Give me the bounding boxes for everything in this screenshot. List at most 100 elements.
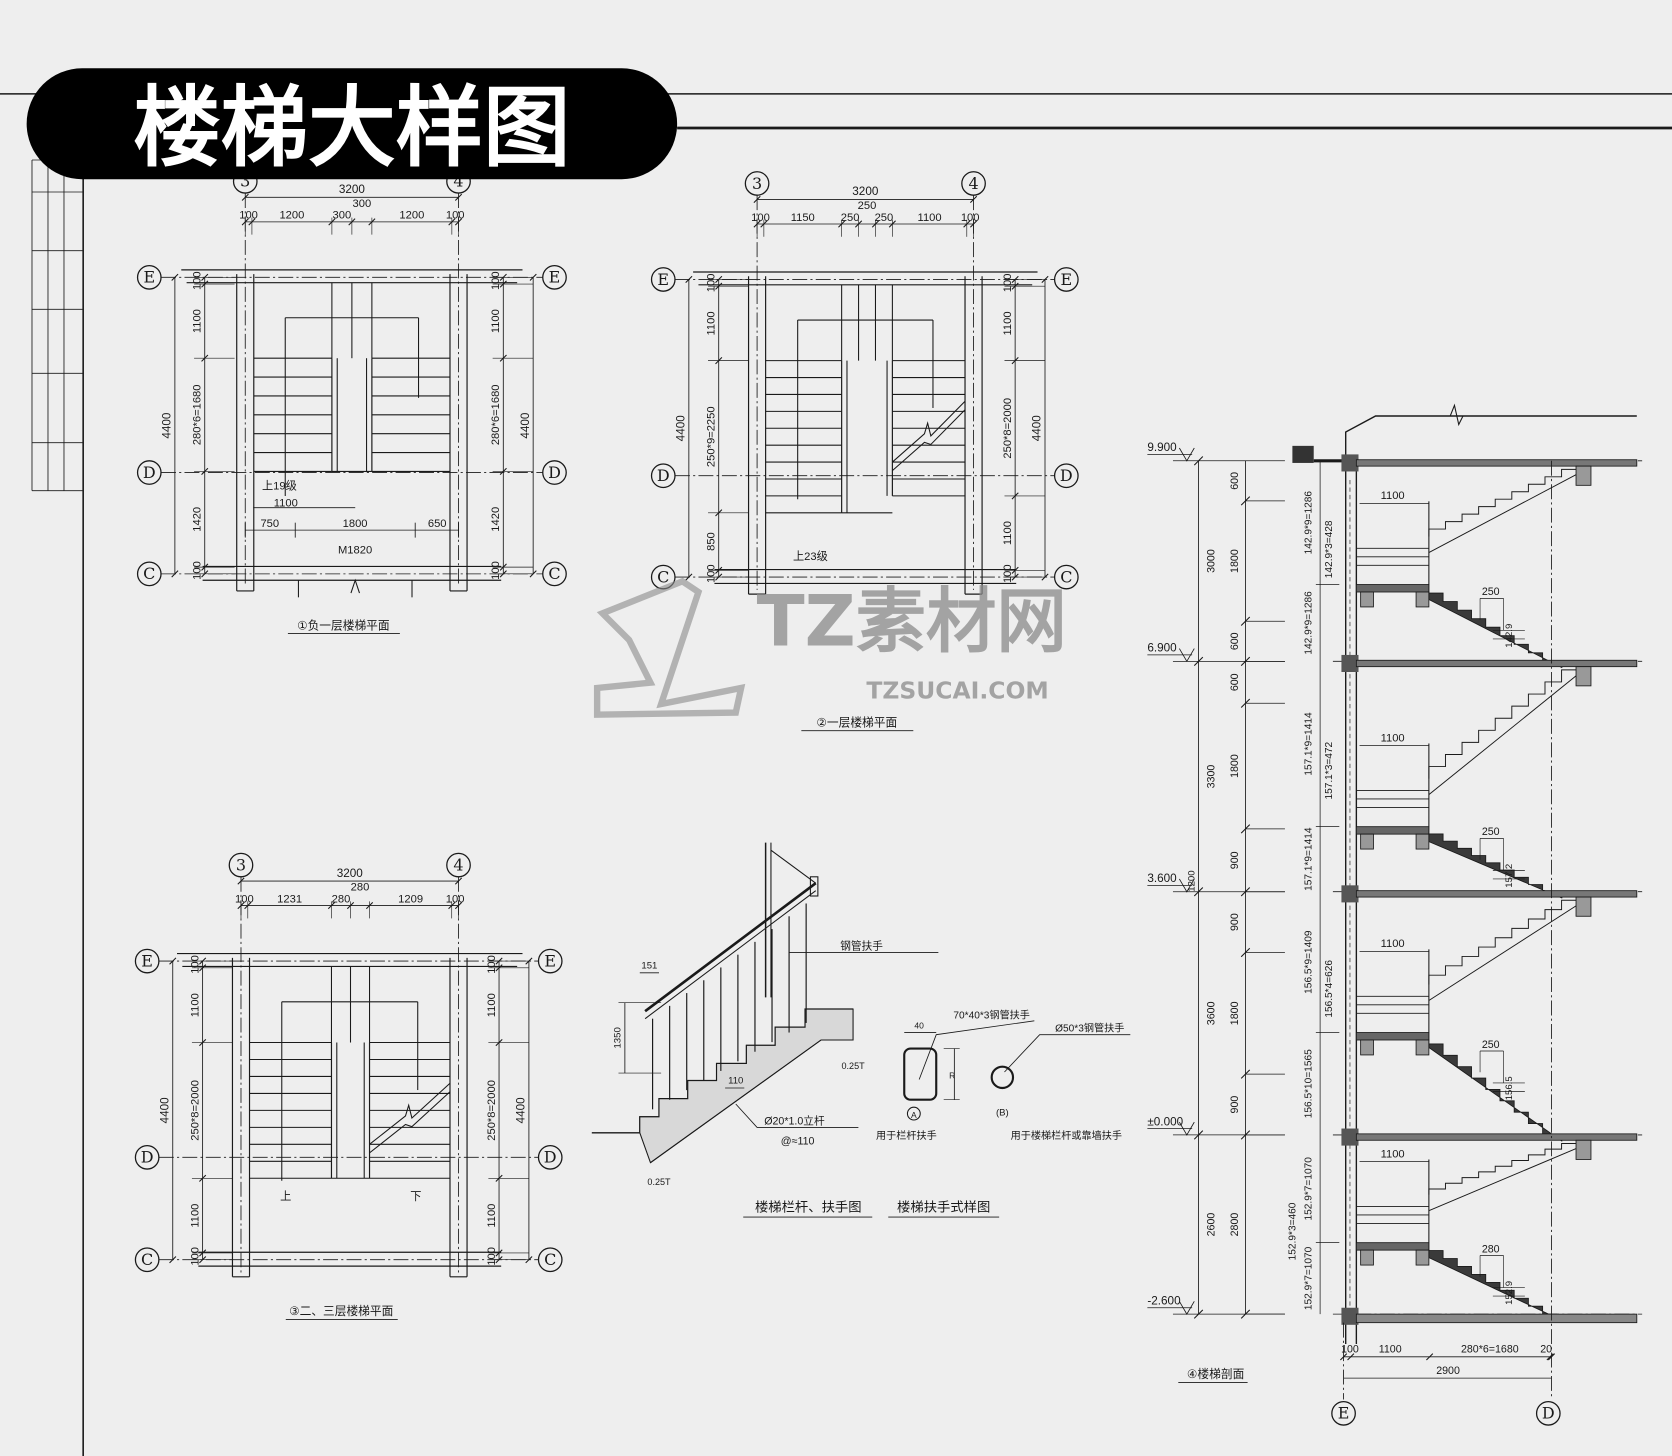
level-marker: -2.600 (1147, 1295, 1181, 1308)
dim-segment: 100 (235, 893, 254, 905)
stair-flight-seen (1428, 1142, 1579, 1195)
dim-vertical: 280*6=1680 (191, 384, 203, 445)
dim-overall-depth: 4400 (1031, 415, 1044, 442)
break-mark (1449, 403, 1464, 427)
post-spacing: @≈110 (781, 1136, 815, 1148)
dim-flight: 152.9*7=1070 (1304, 1157, 1315, 1221)
dim-edge: 0.25T (647, 1177, 671, 1187)
dim-rail-offset: 151 (641, 961, 657, 972)
handrail-a-note: 用于栏杆扶手 (876, 1129, 937, 1142)
railing-detail-title: 楼梯栏杆、扶手图 (755, 1200, 862, 1215)
handrail-a-width: 40 (914, 1020, 924, 1030)
door-dim: 1800 (343, 518, 368, 530)
beam (1575, 1139, 1592, 1160)
handrail-b-note: 用于楼梯栏杆或靠墙扶手 (1011, 1129, 1122, 1142)
dim-vertical: 1100 (1002, 311, 1014, 335)
dim-vertical: 280*6=1680 (490, 384, 502, 445)
dim-tick (169, 957, 177, 965)
dim-landing-flight: 142.9*3=428 (1324, 520, 1335, 578)
dim-overall-depth: 4400 (161, 412, 174, 439)
door-dim: 750 (260, 518, 279, 530)
handrail-b-label: (B) (996, 1108, 1009, 1119)
dim-overall-width: 3200 (852, 185, 879, 198)
handrail-b-section (990, 1065, 1015, 1090)
handrail-a-marker (906, 1106, 921, 1121)
level-marker: 9.900 (1147, 441, 1177, 454)
dim-overall-depth: 4400 (519, 412, 532, 439)
dim-extra: 1200 (1186, 870, 1197, 891)
handrail-line (1428, 673, 1579, 796)
dim-tick (1546, 1353, 1554, 1361)
grid-bubble-row: E (141, 951, 153, 970)
plan-title: ②一层楼梯平面 (816, 715, 897, 729)
dim-tick (241, 193, 249, 201)
dim-flight: 142.9*9=1286 (1304, 491, 1315, 555)
ground-slab (1355, 1313, 1638, 1324)
dim-tick (1193, 887, 1204, 897)
dim-sub-height: 1800 (1229, 549, 1241, 573)
dim-vertical: 1100 (191, 309, 203, 333)
watermark-url: TZSUCAI.COM (866, 677, 1048, 705)
dim-tick (529, 570, 537, 578)
grid-bubble-left: 3 (240, 172, 250, 191)
dim-segment: 100 (751, 212, 770, 224)
dim-tick (753, 195, 761, 204)
break-line (369, 1091, 451, 1154)
beam (1575, 465, 1592, 486)
tread-dim: 250 (1482, 1039, 1500, 1051)
dim-storey-height: 3300 (1206, 765, 1218, 789)
dim-vertical: 100 (191, 561, 203, 580)
handrail-line (1428, 473, 1579, 553)
grid-bubble-row: D (141, 1148, 154, 1167)
roof-line (1345, 415, 1637, 440)
dim-tick (237, 877, 245, 885)
level-marker: 6.900 (1147, 642, 1177, 655)
dim-vertical: 100 (705, 274, 717, 293)
up-label: 上 (280, 1190, 291, 1203)
dim-tick (1426, 1353, 1434, 1361)
watermark-brand: TZ素材网 (757, 580, 1067, 662)
plan-title: ③二、三层楼梯平面 (289, 1304, 394, 1318)
dim-flight: 156.5*9=1409 (1304, 930, 1315, 994)
dim-tick (685, 573, 693, 581)
dim-tick (1193, 656, 1204, 666)
dim-bottom: 100 (1341, 1344, 1359, 1356)
landing-beam (1360, 833, 1374, 850)
dim-segment: 1100 (918, 212, 942, 224)
level-marker: ±0.000 (1147, 1115, 1183, 1128)
landing-beam (1415, 1249, 1430, 1266)
stair-flight-seen (1428, 468, 1579, 537)
grid-bubble-row: D (1060, 466, 1073, 485)
dim-vertical: 250*9=2250 (705, 406, 717, 467)
landing-width: 1100 (1381, 1148, 1405, 1160)
dim-vertical: 1420 (490, 507, 502, 532)
dim-flight-extra: 152.9*3=460 (1288, 1202, 1299, 1260)
dim-vertical: 100 (1002, 564, 1014, 583)
drawing-frame (0, 93, 1672, 1456)
dim-tick (1041, 275, 1049, 284)
dim-vertical: 100 (705, 564, 717, 583)
wall-beam (1341, 454, 1359, 472)
dim-storey-height: 3000 (1206, 549, 1218, 573)
dim-flight: 157.1*9=1414 (1304, 827, 1315, 891)
handrail-a-section (903, 1047, 938, 1101)
dim-tick (685, 275, 693, 284)
dim-tick (171, 570, 179, 578)
dim-tick (1547, 1353, 1556, 1361)
riser-dim: 142.9 (1504, 624, 1515, 648)
dim-sub-height: 600 (1229, 673, 1241, 691)
dim-tick (454, 193, 463, 201)
dim-tick (1041, 573, 1049, 581)
dim-landing-flight: 156.5*4=626 (1324, 960, 1335, 1018)
dim-segment: 100 (961, 212, 980, 224)
dim-sub-height: 900 (1229, 913, 1241, 931)
banner-background (26, 68, 678, 180)
dim-segment: 100 (446, 210, 465, 222)
dim-tick (1193, 1309, 1204, 1319)
grid-bubble-left: 3 (752, 174, 762, 193)
dim-edge: 0.25T (841, 1061, 865, 1071)
door-label: M1820 (338, 545, 372, 557)
dim-sub-height: 600 (1229, 472, 1241, 490)
dim-vertical: 1100 (189, 1204, 201, 1228)
dim-sub-height: 2800 (1229, 1213, 1241, 1237)
